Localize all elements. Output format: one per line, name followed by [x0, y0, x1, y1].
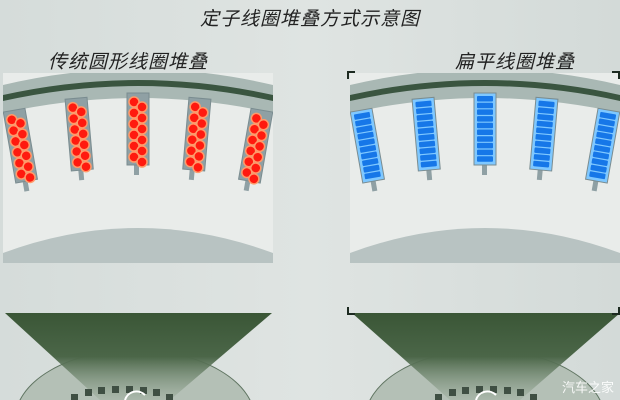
round-wire-slots [3, 73, 273, 263]
slot [126, 92, 150, 175]
corner-bracket [347, 71, 355, 79]
slot [182, 96, 212, 181]
slot [3, 107, 39, 192]
slot [237, 107, 273, 192]
left-stator-overview [5, 313, 272, 400]
watermark: 汽车之家 [561, 381, 614, 396]
diagram-title: 定子线圈堆叠方式示意图 [199, 8, 420, 30]
corner-bracket [347, 307, 355, 315]
right-stator-overview [352, 313, 620, 400]
slot [350, 107, 386, 192]
flat-wire-slots [350, 73, 620, 263]
round-wire-panel [3, 73, 273, 263]
slot [584, 107, 620, 192]
slot [64, 96, 94, 181]
right-label: 扁平线圈堆叠 [455, 51, 576, 73]
slot [473, 92, 497, 175]
slot [529, 96, 559, 181]
corner-bracket [612, 71, 620, 79]
corner-bracket [612, 307, 620, 315]
left-label: 传统圆形线圈堆叠 [48, 51, 209, 73]
slot [411, 96, 441, 181]
flat-wire-panel [350, 73, 620, 263]
